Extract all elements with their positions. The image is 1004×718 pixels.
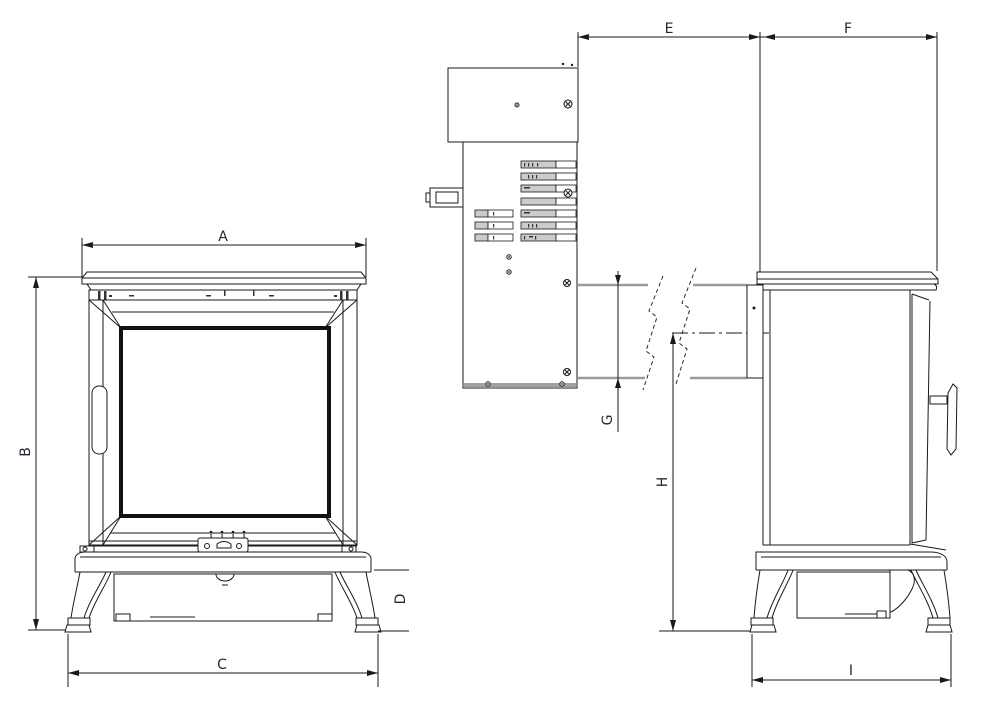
stove-top-plate bbox=[81, 271, 367, 291]
dim-label-h: H bbox=[655, 476, 671, 488]
dim-label-a: A bbox=[218, 229, 228, 245]
dimension-i bbox=[751, 634, 952, 687]
air-control-marks bbox=[209, 530, 246, 538]
dim-label-e: E bbox=[664, 21, 674, 37]
vent-slots-right-column bbox=[520, 160, 577, 242]
panel-screws bbox=[485, 188, 573, 387]
dim-label-i: I bbox=[848, 663, 854, 679]
dimension-h bbox=[659, 333, 753, 632]
front-view bbox=[28, 238, 409, 687]
dimension-c bbox=[67, 634, 379, 687]
flue-collar bbox=[746, 284, 764, 379]
dim-label-g: G bbox=[600, 414, 616, 426]
rear-panel bbox=[425, 141, 578, 389]
rear-heater-box bbox=[447, 62, 579, 143]
dimension-g bbox=[615, 271, 621, 432]
stove-body-side bbox=[746, 271, 958, 633]
side-view bbox=[425, 32, 958, 687]
ash-drawer-side bbox=[796, 569, 915, 619]
dimension-a bbox=[81, 238, 367, 277]
glass-window bbox=[119, 326, 331, 518]
door-handle-side bbox=[929, 383, 958, 456]
air-control-slider bbox=[216, 541, 232, 549]
dim-label-f: F bbox=[843, 21, 853, 37]
dim-label-c: C bbox=[217, 657, 227, 673]
ash-drawer-front bbox=[113, 573, 333, 622]
door-handle-front bbox=[91, 385, 108, 455]
upper-vent-strip bbox=[88, 289, 358, 301]
dimension-b bbox=[28, 276, 84, 631]
dimension-e bbox=[577, 32, 761, 272]
thermostat-bracket bbox=[425, 187, 464, 208]
side-legs bbox=[749, 569, 953, 633]
vent-slots-left-column bbox=[474, 209, 514, 242]
dimension-d bbox=[374, 569, 409, 632]
dimension-f bbox=[760, 32, 938, 271]
base-plate-side bbox=[755, 551, 948, 570]
dim-label-d: D bbox=[393, 593, 409, 605]
base-plate-front bbox=[74, 551, 372, 573]
front-legs bbox=[64, 571, 382, 633]
break-line-left bbox=[642, 275, 664, 391]
bottom-control-band bbox=[79, 530, 357, 553]
break-line-right bbox=[675, 267, 697, 385]
dim-label-b: B bbox=[18, 447, 34, 457]
flue-duct bbox=[578, 267, 770, 391]
